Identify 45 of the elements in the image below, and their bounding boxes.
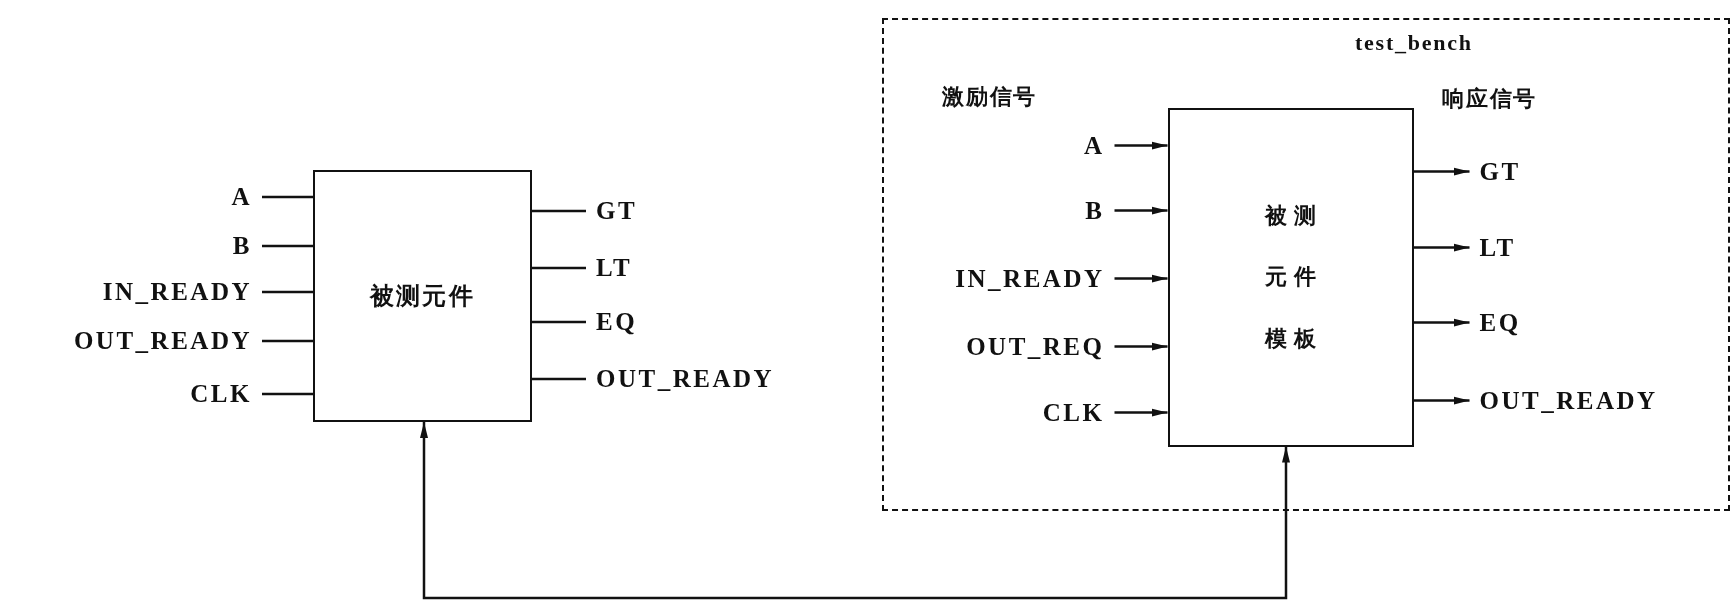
signal-name: B — [222, 231, 262, 261]
component-box — [313, 170, 532, 422]
signal-name: A — [1073, 130, 1115, 161]
signal-name: OUT_READY — [63, 326, 262, 356]
signal-line — [532, 209, 586, 213]
signal-line — [532, 377, 586, 381]
signal-name: GT — [586, 196, 648, 226]
group-heading: 响应信号 — [1442, 85, 1538, 113]
signal-name: GT — [1469, 156, 1531, 187]
signal-arrow — [1114, 141, 1168, 150]
testbench-frame — [882, 18, 1730, 511]
signal-arrow — [1114, 408, 1168, 417]
signal-name: OUT_READY — [586, 364, 785, 394]
frame-title: test_bench — [1355, 30, 1473, 56]
signal-arrow — [1413, 167, 1470, 176]
signal-arrow — [1114, 206, 1168, 215]
signal-line — [532, 266, 586, 270]
signal-line — [262, 339, 313, 343]
group-heading: 激励信号 — [942, 83, 1038, 111]
signal-arrow — [420, 422, 1290, 600]
signal-name: OUT_READY — [1469, 385, 1668, 416]
signal-name: B — [1075, 195, 1115, 226]
signal-line — [262, 392, 313, 396]
signal-name: EQ — [1469, 307, 1531, 338]
box-label: 被测元件模板 — [1263, 201, 1323, 353]
signal-name: OUT_REQ — [956, 331, 1115, 362]
signal-arrow — [1114, 342, 1168, 351]
component-box — [1167, 107, 1414, 447]
signal-arrow — [1413, 396, 1470, 405]
signal-name: CLK — [1032, 397, 1115, 428]
signal-name: EQ — [586, 307, 648, 337]
signal-name: LT — [1469, 232, 1526, 263]
signal-arrow — [1413, 318, 1470, 327]
box-label: 被测元件 — [369, 282, 476, 311]
signal-name: CLK — [180, 379, 262, 409]
signal-arrow — [1114, 274, 1168, 283]
signal-line — [262, 195, 313, 199]
signal-name: IN_READY — [92, 277, 262, 307]
signal-line — [262, 290, 313, 294]
signal-name: A — [221, 182, 262, 212]
signal-line — [262, 244, 313, 248]
signal-line — [532, 320, 586, 324]
signal-arrow — [1413, 243, 1470, 252]
signal-name: LT — [586, 253, 643, 283]
signal-name: IN_READY — [945, 263, 1115, 294]
